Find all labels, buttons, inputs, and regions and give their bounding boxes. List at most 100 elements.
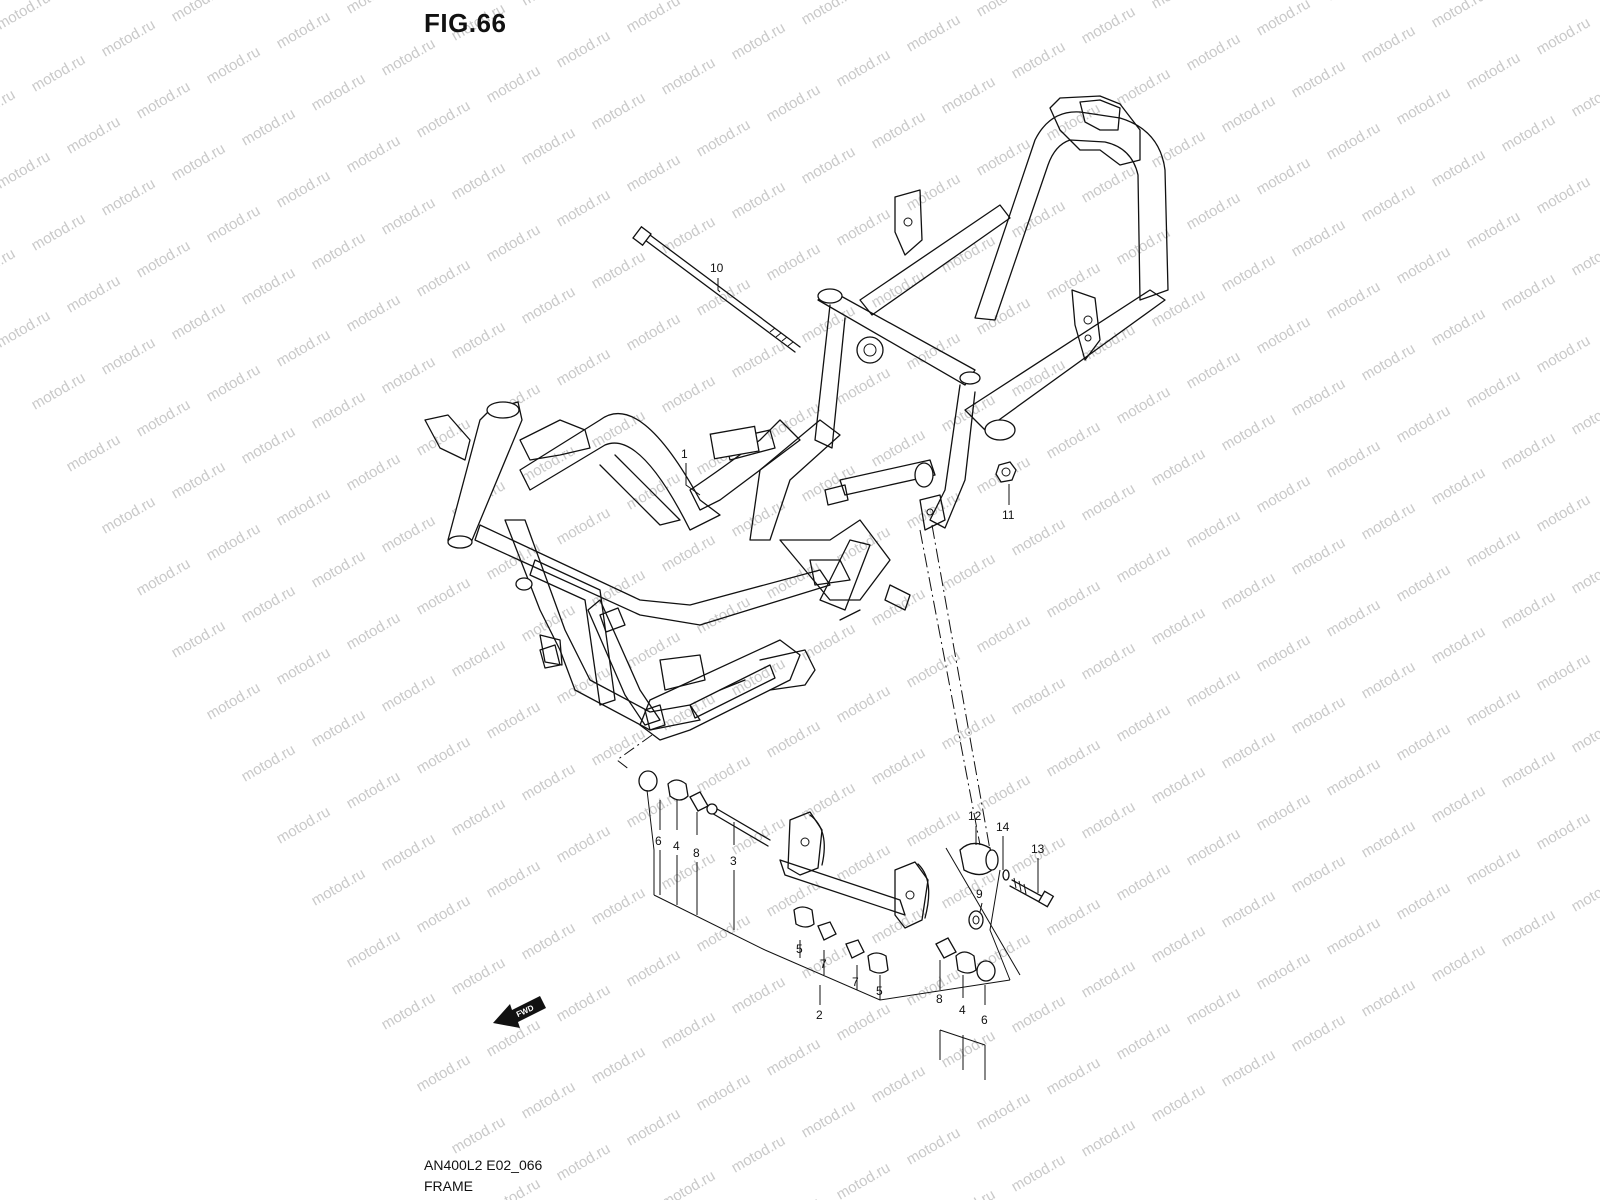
watermark-text: motod.ru <box>204 43 264 87</box>
figure-code: AN400L2 E02_066 <box>424 1157 543 1173</box>
watermark-text: motod.ru <box>729 655 789 699</box>
watermark-text: motod.ru <box>939 73 999 117</box>
watermark-text: motod.ru <box>379 35 439 79</box>
watermark-text: motod.ru <box>694 116 754 160</box>
watermark-text: motod.ru <box>1044 418 1104 462</box>
watermark-text: motod.ru <box>204 361 264 405</box>
watermark-text: motod.ru <box>1499 270 1559 314</box>
watermark-text: motod.ru <box>1149 445 1209 489</box>
watermark-text: motod.ru <box>484 221 544 265</box>
watermark-text: motod.ru <box>1499 111 1559 155</box>
watermark-text: motod.ru <box>99 334 159 378</box>
callout-6-right: 6 <box>981 1013 988 1027</box>
callout-10: 10 <box>710 261 724 275</box>
callout-5-right: 5 <box>876 984 883 998</box>
watermark-text: motod.ru <box>344 0 404 17</box>
watermark-text: motod.ru <box>869 903 929 947</box>
watermark-text: motod.ru <box>1114 224 1174 268</box>
watermark-text: motod.ru <box>169 299 229 343</box>
watermark-text: motod.ru <box>1254 790 1314 834</box>
watermark-text: motod.ru <box>204 679 264 723</box>
watermark-text: motod.ru <box>729 337 789 381</box>
watermark-text: motod.ru <box>1044 736 1104 780</box>
watermark-text: motod.ru <box>1289 693 1349 737</box>
watermark-text: motod.ru <box>134 237 194 281</box>
callout-4-right: 4 <box>959 1003 966 1017</box>
bolt-10 <box>632 225 801 353</box>
watermark-text: motod.ru <box>0 86 18 130</box>
watermark-text: motod.ru <box>414 256 474 300</box>
watermark-text: motod.ru <box>694 593 754 637</box>
watermark-text: motod.ru <box>414 733 474 777</box>
watermark-text: motod.ru <box>519 760 579 804</box>
watermark-text: motod.ru <box>694 911 754 955</box>
watermark-text: motod.ru <box>1079 1116 1139 1160</box>
watermark-text: motod.ru <box>1324 437 1384 481</box>
watermark-text: motod.ru <box>1219 887 1279 931</box>
watermark-text: motod.ru <box>869 744 929 788</box>
watermark-text: motod.ru <box>484 1175 544 1200</box>
watermark-text: motod.ru <box>1254 313 1314 357</box>
watermark-text: motod.ru <box>239 423 299 467</box>
watermark-text: motod.ru <box>904 965 964 1009</box>
watermark-text: motod.ru <box>379 353 439 397</box>
watermark-text: motod.ru <box>379 194 439 238</box>
watermark-text: motod.ru <box>1324 119 1384 163</box>
watermark-text: motod.ru <box>519 0 579 9</box>
callout-7-right: 7 <box>852 975 859 989</box>
watermark-text: motod.ru <box>1114 542 1174 586</box>
watermark-text: motod.ru <box>1394 720 1454 764</box>
watermark-text: motod.ru <box>1464 685 1524 729</box>
watermark-text: motod.ru <box>1499 429 1559 473</box>
watermark-text: motod.ru <box>134 396 194 440</box>
figure-title: FIG.66 <box>424 8 507 38</box>
watermark-text: motod.ru <box>554 504 614 548</box>
watermark-text: motod.ru <box>1499 747 1559 791</box>
watermark-text: motod.ru <box>974 294 1034 338</box>
watermark-text: motod.ru <box>589 248 649 292</box>
watermark-text: motod.ru <box>1429 464 1489 508</box>
watermark-text: motod.ru <box>834 841 894 885</box>
watermark-text: motod.ru <box>869 426 929 470</box>
watermark-text: motod.ru <box>1359 499 1419 543</box>
callout-9: 9 <box>976 887 983 901</box>
watermark-text: motod.ru <box>1359 181 1419 225</box>
watermark-text: motod.ru <box>379 989 439 1033</box>
watermark-text: motod.ru <box>729 19 789 63</box>
watermark-text: motod.ru <box>694 752 754 796</box>
watermark-text: motod.ru <box>484 857 544 901</box>
watermark-text: motod.ru <box>904 11 964 55</box>
watermark-text: motod.ru <box>554 1140 614 1184</box>
watermark-text: motod.ru <box>344 609 404 653</box>
watermark-text: motod.ru <box>1079 321 1139 365</box>
watermark-text: motod.ru <box>1394 561 1454 605</box>
watermark-text: motod.ru <box>64 113 124 157</box>
watermark-text: motod.ru <box>0 148 53 192</box>
watermark-text: motod.ru <box>0 0 53 33</box>
watermark-text: motod.ru <box>974 0 1034 20</box>
watermark-text: motod.ru <box>554 663 614 707</box>
callout-7-left: 7 <box>820 957 827 971</box>
watermark-text: motod.ru <box>274 326 334 370</box>
figure-name: FRAME <box>424 1178 473 1194</box>
watermark-text: motod.ru <box>1009 515 1069 559</box>
watermark-text: motod.ru <box>764 876 824 920</box>
nut-11 <box>995 461 1017 483</box>
watermark-text: motod.ru <box>1219 1046 1279 1090</box>
callout-12: 12 <box>968 809 982 823</box>
watermark-text: motod.ru <box>1114 65 1174 109</box>
watermark-text: motod.ru <box>1429 146 1489 190</box>
watermark-text: motod.ru <box>1569 712 1600 756</box>
watermark-text: motod.ru <box>1534 332 1594 376</box>
watermark-text: motod.ru <box>1324 914 1384 958</box>
watermark-text: motod.ru <box>904 1124 964 1168</box>
watermark-text: motod.ru <box>1079 957 1139 1001</box>
watermark-text: motod.ru <box>904 806 964 850</box>
watermark-text: motod.ru <box>939 709 999 753</box>
watermark-text: motod.ru <box>939 1027 999 1071</box>
watermark-text: motod.ru <box>1429 782 1489 826</box>
watermark-text: motod.ru <box>239 264 299 308</box>
watermark-text: motod.ru <box>99 16 159 60</box>
watermark-text: motod.ru <box>379 671 439 715</box>
